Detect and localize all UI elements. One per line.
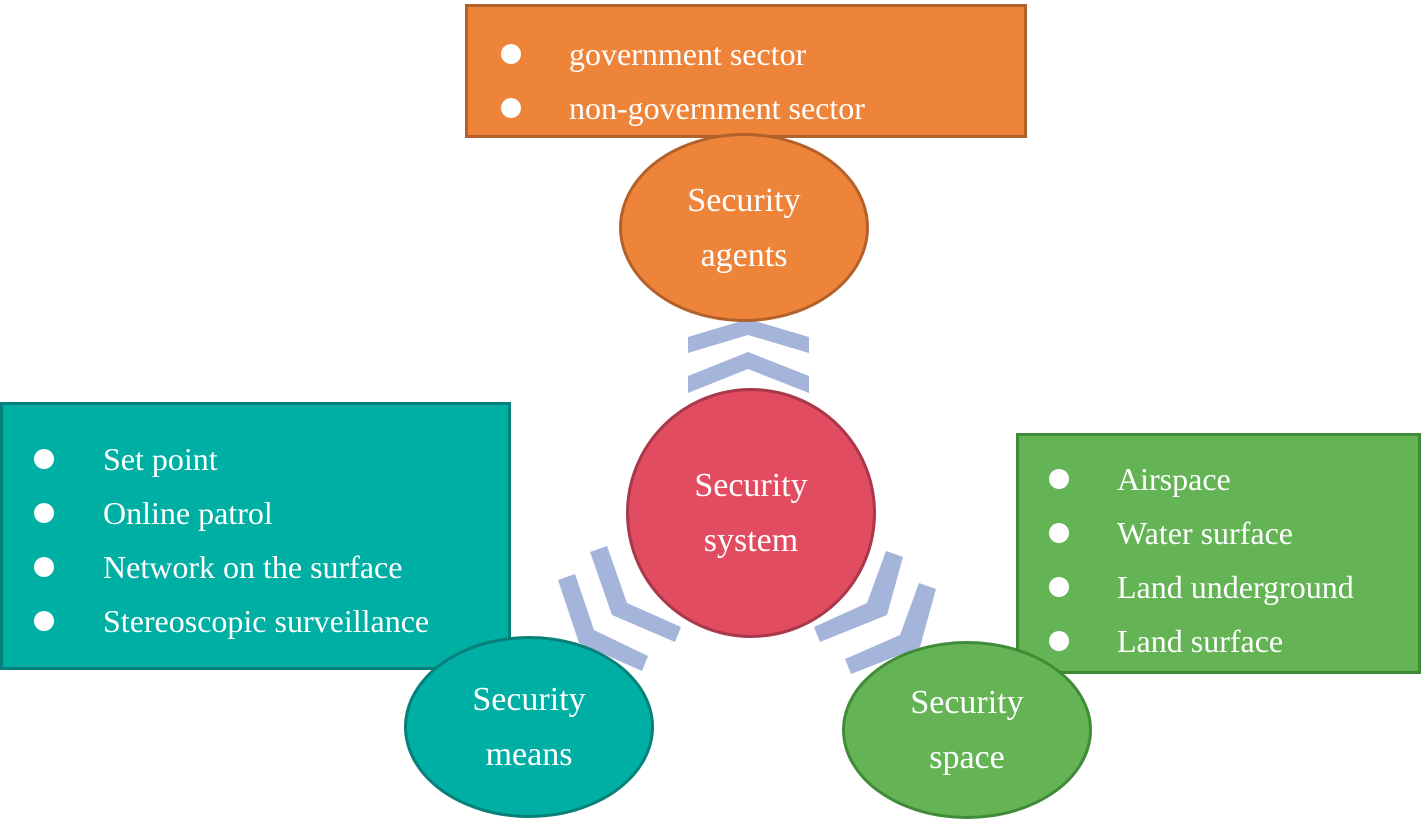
means-item-network-surface: Network on the surface bbox=[3, 540, 508, 594]
means-list: Set point Online patrol Network on the s… bbox=[3, 432, 508, 648]
chevron-connector-space bbox=[814, 551, 936, 674]
means-item-set-point: Set point bbox=[3, 432, 508, 486]
agents-label-line1: Security bbox=[687, 181, 801, 219]
means-detail-box: Set point Online patrol Network on the s… bbox=[0, 402, 511, 670]
means-label-line1: Security bbox=[472, 681, 586, 718]
chevron-right-inner bbox=[814, 551, 903, 642]
means-label-line2: means bbox=[485, 736, 573, 773]
chevron-top-inner bbox=[688, 352, 809, 393]
space-item-land-underground: Land underground bbox=[1019, 560, 1418, 614]
chevron-right-outer bbox=[845, 583, 936, 674]
chevron-top-outer bbox=[688, 319, 809, 353]
agents-label-line2: agents bbox=[700, 236, 788, 274]
system-label-line1: Security bbox=[694, 467, 808, 504]
security-means-node: Security means bbox=[404, 636, 654, 818]
chevron-left-inner bbox=[590, 546, 681, 642]
agents-list: government sector non-government sector bbox=[468, 27, 1024, 135]
means-item-stereoscopic: Stereoscopic surveillance bbox=[3, 594, 508, 648]
chevron-connector-agents bbox=[688, 319, 809, 393]
security-agents-node: Security agents bbox=[619, 133, 869, 322]
space-item-land-surface: Land surface bbox=[1019, 614, 1418, 668]
chevron-connector-means bbox=[558, 546, 681, 671]
security-space-node: Security space bbox=[842, 641, 1092, 819]
means-item-online-patrol: Online patrol bbox=[3, 486, 508, 540]
space-detail-box: Airspace Water surface Land underground … bbox=[1016, 433, 1421, 674]
agents-detail-box: government sector non-government sector bbox=[465, 4, 1027, 138]
space-list: Airspace Water surface Land underground … bbox=[1019, 452, 1418, 668]
agents-item-non-government: non-government sector bbox=[468, 81, 1024, 135]
space-item-airspace: Airspace bbox=[1019, 452, 1418, 506]
system-label-line2: system bbox=[703, 522, 799, 559]
chevron-left-outer bbox=[558, 574, 648, 671]
space-item-water-surface: Water surface bbox=[1019, 506, 1418, 560]
space-label-line1: Security bbox=[910, 684, 1024, 721]
security-system-node: Security system bbox=[626, 388, 876, 638]
agents-item-government: government sector bbox=[468, 27, 1024, 81]
space-label-line2: space bbox=[929, 739, 1005, 776]
